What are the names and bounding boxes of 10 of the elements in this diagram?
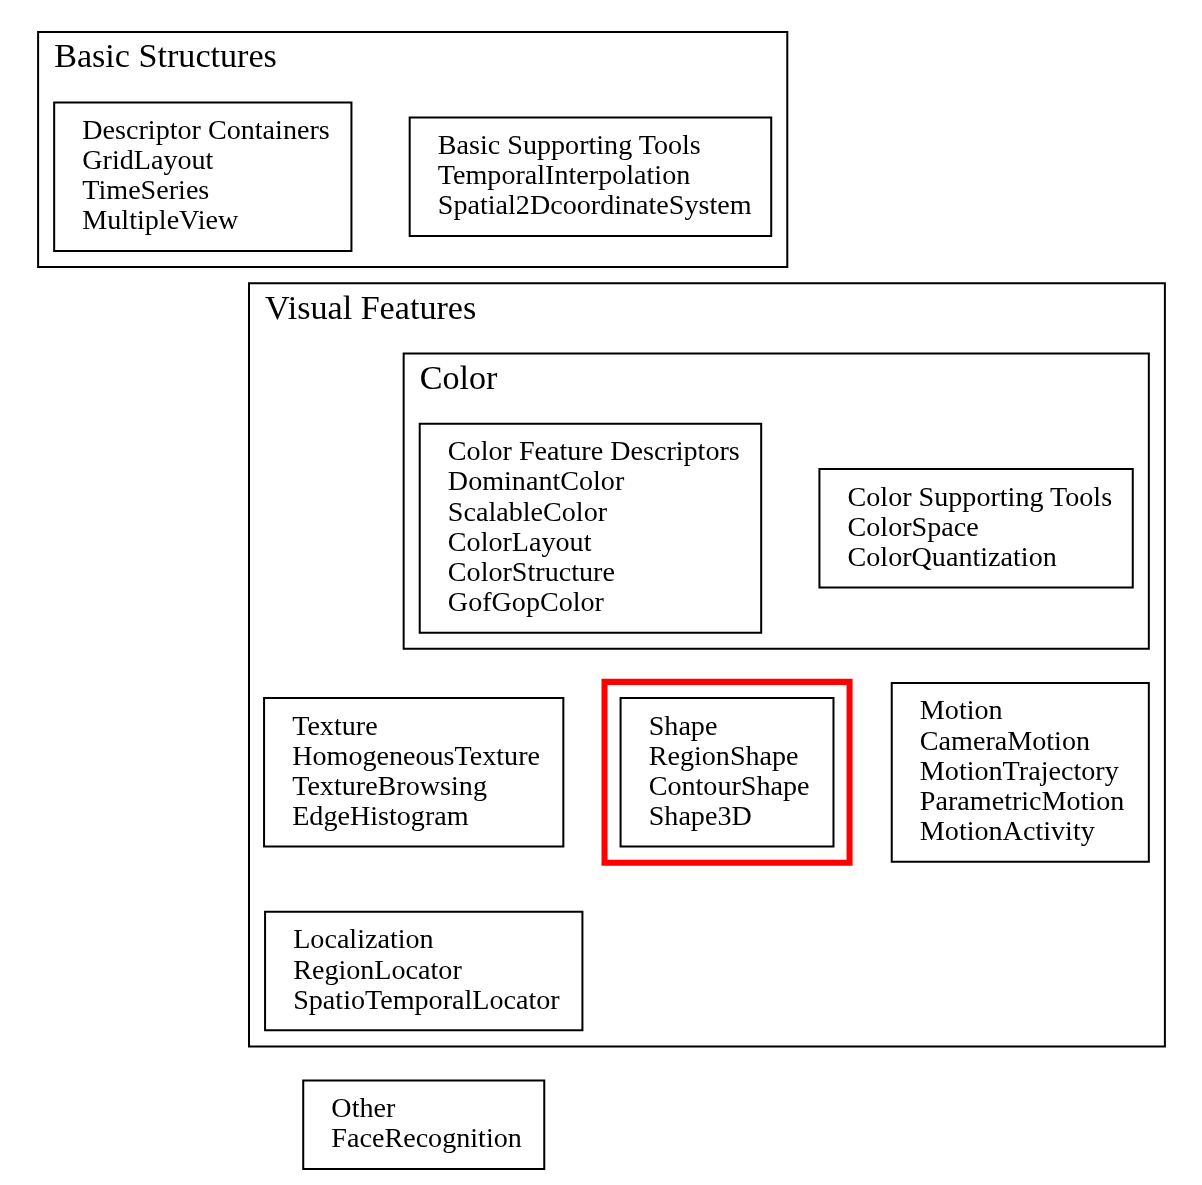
node-box: Descriptor Containers GridLayout TimeSeries MultipleView — [52, 101, 352, 253]
node-box: Basic Supporting Tools TemporalInterpolation Spatial2DcoordinateSystem — [408, 116, 772, 237]
node-box: Color Feature Descriptors DominantColor ScalableColor ColorLayout ColorStructure GofGopColor — [418, 422, 762, 634]
node-box: Localization RegionLocator SpatioTemporalLocator — [263, 910, 583, 1032]
node-box: Other FaceRecognition — [301, 1079, 545, 1170]
node-box: Shape RegionShape ContourShape Shape3D — [619, 696, 834, 848]
node-box: Color Supporting Tools ColorSpace ColorQuantization — [817, 467, 1134, 589]
cluster — [601, 678, 853, 866]
node-box: Motion CameraMotion MotionTrajectory ParametricMotion MotionActivity — [890, 681, 1150, 863]
node-box: Texture HomogeneousTexture TextureBrowsing EdgeHistogram — [262, 696, 564, 848]
